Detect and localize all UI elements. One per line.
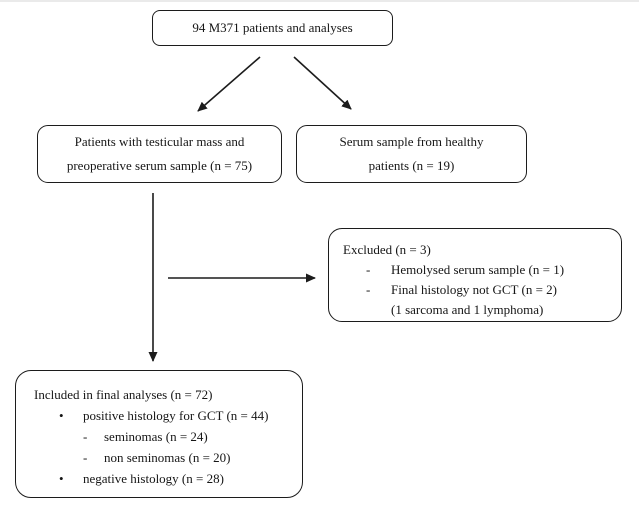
box-healthy-line2: patients (n = 19) (368, 158, 455, 173)
dash-marker: - (366, 262, 371, 277)
box-included: Included in final analyses (n = 72) • po… (15, 370, 303, 498)
list-item-text: negative histology (n = 28) (83, 471, 224, 486)
included-title: Included in final analyses (n = 72) (34, 387, 213, 402)
bullet-marker: • (59, 471, 64, 486)
bullet-marker: • (59, 408, 64, 423)
list-item-text: Hemolysed serum sample (n = 1) (391, 262, 565, 277)
box-root-text: 94 M371 patients and analyses (192, 20, 353, 35)
list-item-text: positive histology for GCT (n = 44) (83, 408, 269, 423)
arrow-root-to-healthy (293, 56, 352, 110)
list-item-text: seminomas (n = 24) (104, 429, 208, 444)
list-item-text: non seminomas (n = 20) (104, 450, 231, 465)
list-item: - non seminomas (n = 20) (34, 447, 296, 468)
excluded-title: Excluded (n = 3) (343, 242, 431, 257)
box-root: 94 M371 patients and analyses (152, 10, 393, 46)
list-item-continuation: (1 sarcoma and 1 lymphoma) (343, 300, 615, 320)
top-edge-shadow (0, 0, 639, 2)
list-item-text: (1 sarcoma and 1 lymphoma) (391, 302, 544, 317)
list-item: • positive histology for GCT (n = 44) (34, 405, 296, 426)
list-item: - seminomas (n = 24) (34, 426, 296, 447)
box-testicular-line2: preoperative serum sample (n = 75) (66, 158, 253, 173)
box-testicular-patients: Patients with testicular mass and preope… (37, 125, 282, 183)
list-item-text: Final histology not GCT (n = 2) (391, 282, 557, 297)
box-healthy-line1: Serum sample from healthy (339, 134, 484, 149)
list-item: - Hemolysed serum sample (n = 1) (343, 260, 615, 280)
dash-marker: - (83, 429, 88, 444)
box-healthy-patients: Serum sample from healthy patients (n = … (296, 125, 527, 183)
arrow-root-to-testicular (197, 56, 261, 112)
box-testicular-line1: Patients with testicular mass and (74, 134, 245, 149)
dash-marker: - (366, 282, 371, 297)
dash-marker: - (83, 450, 88, 465)
box-excluded: Excluded (n = 3) - Hemolysed serum sampl… (328, 228, 622, 322)
list-item: - Final histology not GCT (n = 2) (343, 280, 615, 300)
list-item: • negative histology (n = 28) (34, 468, 296, 489)
